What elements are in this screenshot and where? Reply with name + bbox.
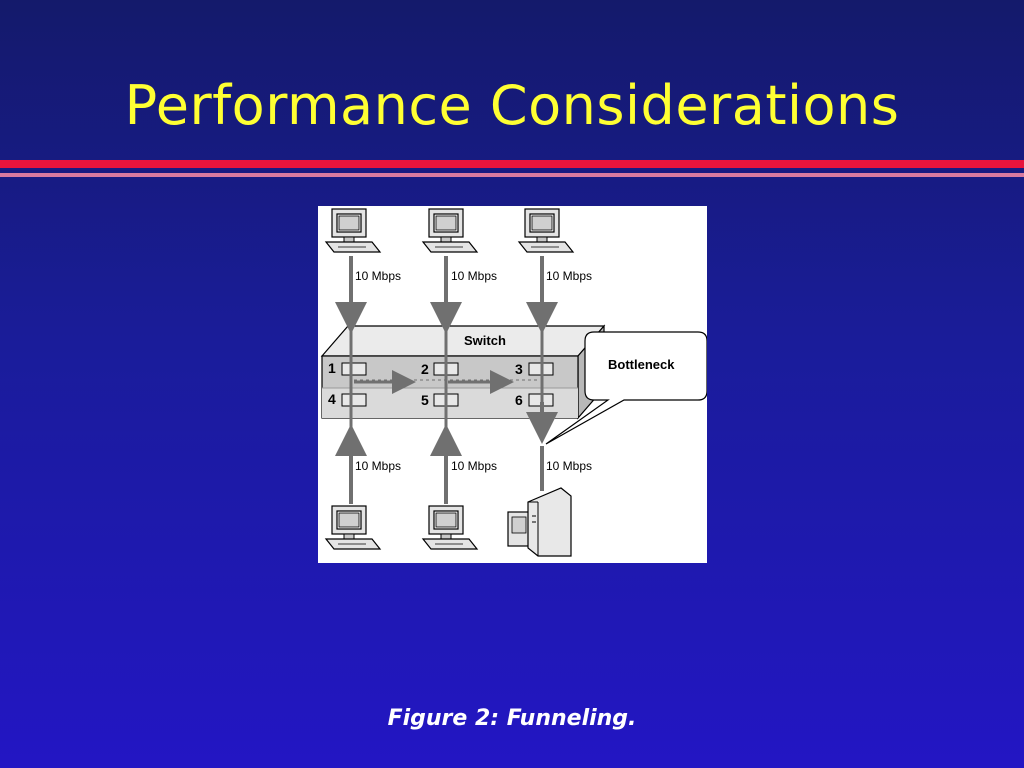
figure-caption: Figure 2: Funneling. bbox=[387, 706, 637, 731]
link-speed-label: 10 Mbps bbox=[451, 459, 497, 473]
port-number: 6 bbox=[515, 392, 523, 408]
computer-icon bbox=[422, 208, 478, 253]
link-speed-label: 10 Mbps bbox=[355, 269, 401, 283]
link-speed-label: 10 Mbps bbox=[451, 269, 497, 283]
port-number: 5 bbox=[421, 392, 429, 408]
computer-icon bbox=[325, 208, 381, 253]
bottleneck-label: Bottleneck bbox=[608, 357, 675, 372]
server-icon bbox=[507, 487, 572, 557]
port-number: 1 bbox=[328, 360, 336, 376]
title-rule-red bbox=[0, 160, 1024, 168]
port-number: 3 bbox=[515, 361, 523, 377]
bottleneck-callout: Bottleneck bbox=[545, 331, 707, 445]
port-number: 4 bbox=[328, 391, 336, 407]
switch-label: Switch bbox=[464, 333, 506, 348]
link-speed-label: 10 Mbps bbox=[355, 459, 401, 473]
link-speed-label: 10 Mbps bbox=[546, 459, 592, 473]
title-rule-pink bbox=[0, 173, 1024, 177]
computer-icon bbox=[422, 505, 478, 550]
switch-device: Switch 1 2 3 4 5 6 bbox=[320, 324, 606, 420]
computer-icon bbox=[325, 505, 381, 550]
slide-title: Performance Considerations bbox=[124, 74, 900, 137]
funneling-diagram: Switch 1 2 3 4 5 6 bbox=[318, 206, 707, 563]
port-number: 2 bbox=[421, 361, 429, 377]
link-speed-label: 10 Mbps bbox=[546, 269, 592, 283]
computer-icon bbox=[518, 208, 574, 253]
